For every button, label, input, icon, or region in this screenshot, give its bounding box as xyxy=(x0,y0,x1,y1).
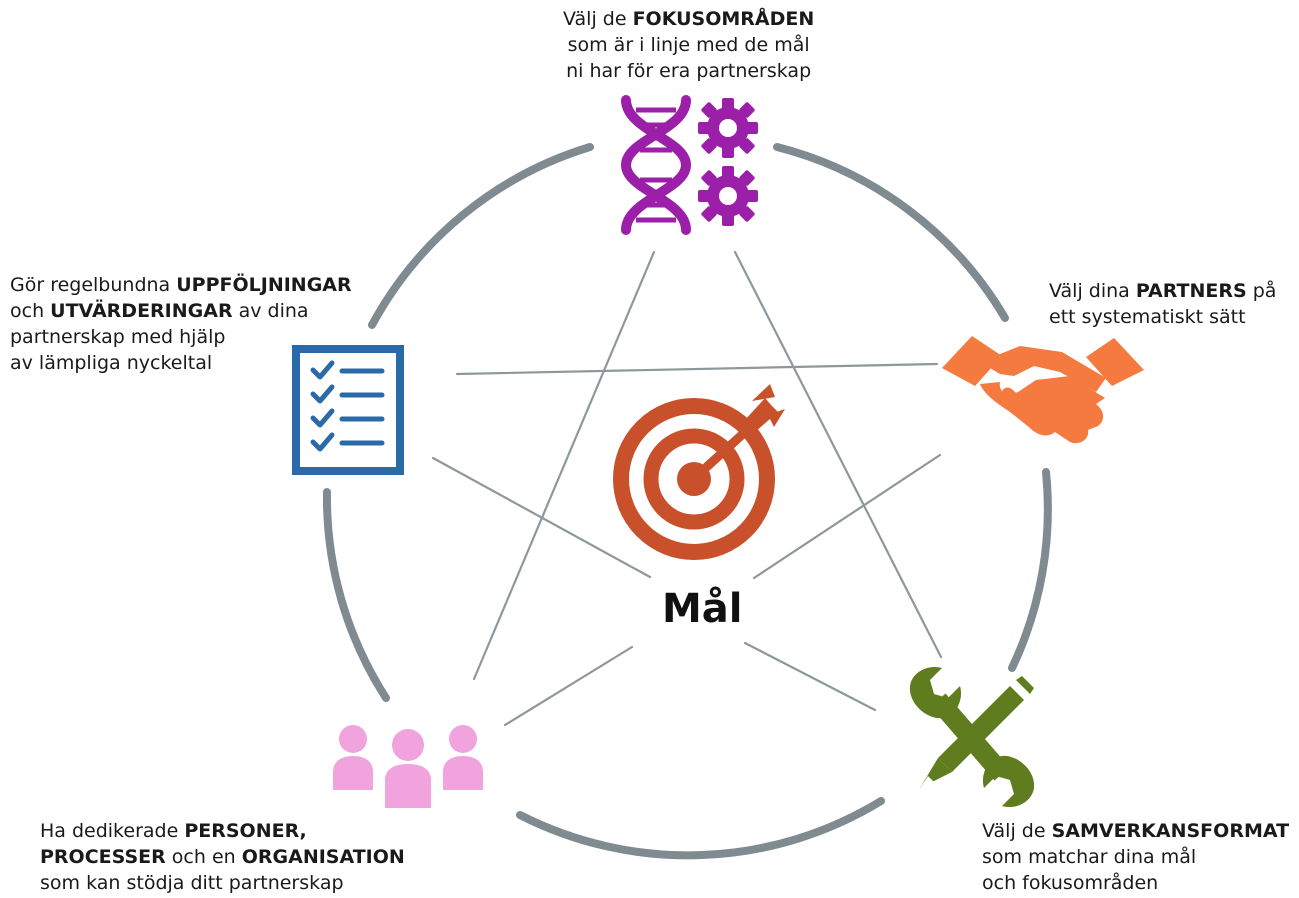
partners-bold: PARTNERS xyxy=(1135,280,1247,302)
wrench-pencil-icon xyxy=(909,666,1035,808)
partners-line2: ett systematiskt sätt xyxy=(1049,306,1246,328)
followup-l1-before: Gör regelbundna xyxy=(10,274,177,296)
circle-arc-top-left xyxy=(368,143,594,329)
circle-arc-left xyxy=(322,488,390,702)
focus-bold: FOKUSOMRÅDEN xyxy=(632,8,815,30)
star-lines xyxy=(431,250,943,727)
people-line3: som kan stödja ditt partnerskap xyxy=(40,872,344,894)
partners-text-after: på xyxy=(1246,280,1277,302)
circle-arc-top-right xyxy=(773,143,1009,322)
circle-arc-right xyxy=(1008,468,1052,672)
people-icon xyxy=(333,725,483,808)
people-l1-bold: PERSONER, xyxy=(184,820,307,842)
people-l2-bold1: PROCESSER xyxy=(40,846,166,868)
format-label: Välj de SAMVERKANSFORMAT som matchar din… xyxy=(982,818,1289,896)
people-l1-before: Ha dedikerade xyxy=(40,820,185,842)
people-l2-bold2: ORGANISATION xyxy=(241,846,405,868)
focus-label: Välj de FOKUSOMRÅDEN som är i linje med … xyxy=(563,6,814,84)
format-line2: som matchar dina mål xyxy=(982,846,1197,868)
partners-text-before: Välj dina xyxy=(1049,280,1136,302)
line-center-people xyxy=(503,645,634,727)
handshake-icon xyxy=(942,336,1144,444)
center-label: Mål xyxy=(662,586,743,632)
focus-text-before: Välj de xyxy=(563,8,633,30)
focus-line2: som är i linje med de mål xyxy=(567,34,810,56)
partners-label: Välj dina PARTNERS på ett systematiskt s… xyxy=(1049,278,1276,330)
target-icon xyxy=(613,384,785,560)
circle-arc-bottom xyxy=(516,797,885,860)
followup-label: Gör regelbundna UPPFÖLJNINGAR och UTVÄRD… xyxy=(10,272,352,376)
line-focus-format xyxy=(733,250,943,659)
followup-line3: partnerskap med hjälp xyxy=(10,326,226,348)
dna-gears-icon xyxy=(620,95,758,235)
outer-circle xyxy=(322,143,1052,860)
line-followup-partners xyxy=(455,362,939,376)
format-line3: och fokusområden xyxy=(982,872,1159,894)
line-center-format xyxy=(743,641,877,712)
followup-l2-before: och xyxy=(10,300,51,322)
followup-l2-after: av dina xyxy=(232,300,309,322)
people-l2-mid: och en xyxy=(165,846,242,868)
focus-line3: ni har för era partnerskap xyxy=(566,60,812,82)
followup-line4: av lämpliga nyckeltal xyxy=(10,352,213,374)
format-bold: SAMVERKANSFORMAT xyxy=(1051,820,1290,842)
followup-l1-bold: UPPFÖLJNINGAR xyxy=(176,274,352,296)
followup-l2-bold: UTVÄRDERINGAR xyxy=(50,300,233,322)
line-partners-center xyxy=(752,453,942,580)
format-text-before: Välj de xyxy=(982,820,1052,842)
people-label: Ha dedikerade PERSONER, PROCESSER och en… xyxy=(40,818,405,896)
line-focus-people xyxy=(472,250,656,681)
checklist-icon xyxy=(292,345,404,475)
